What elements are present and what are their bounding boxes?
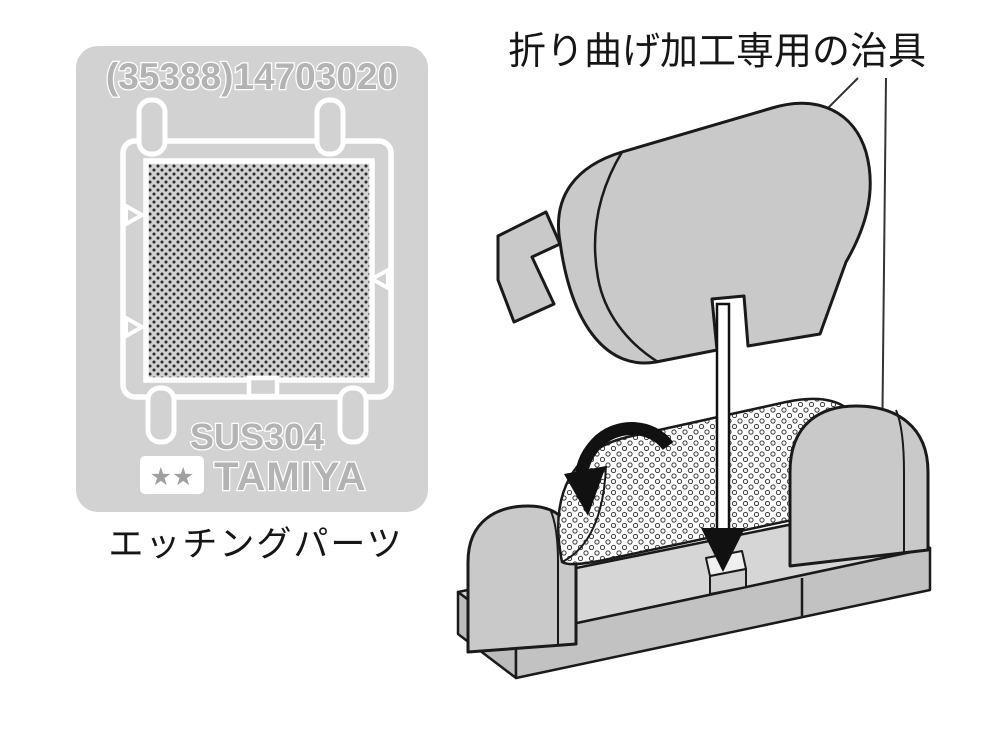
plate-code: (35388)14703020 — [106, 56, 398, 97]
plate-material: SUS304 — [190, 416, 324, 457]
bottom-center-tab — [246, 375, 280, 399]
bending-jig-diagram: 折り曲げ加工専用の治具 — [456, 31, 932, 680]
tamiya-logo: ★★ TAMIYA — [140, 454, 367, 500]
notch-mark-left-lower — [124, 314, 147, 340]
small-tab-front — [709, 568, 747, 595]
down-arrow-head — [701, 528, 745, 572]
perforated-mesh — [143, 158, 375, 383]
bent-mesh-part — [557, 397, 868, 566]
jig-base-front-face — [514, 546, 932, 680]
bent-mesh-end-curve — [561, 465, 607, 563]
jig-upper-press — [557, 101, 872, 365]
down-arrow-shaft — [715, 302, 731, 534]
jig-left-block-edge-line — [549, 508, 559, 646]
notch-mark-left-upper — [124, 202, 147, 228]
notch-mark-right — [367, 266, 390, 292]
jig-upper-clip — [496, 210, 562, 324]
sprue-stub-top-right — [314, 97, 346, 157]
tamiya-stars-icon: ★★ — [150, 463, 195, 491]
sprue-stub-bottom-right — [337, 385, 369, 445]
jig-right-block-edge-line — [895, 409, 905, 554]
jig-title: 折り曲げ加工専用の治具 — [508, 31, 926, 73]
tamiya-brand-text: TAMIYA — [214, 455, 367, 499]
etched-parts-sheet: (35388)14703020 SUS304 ★★ TAMIYA エッチングパー… — [76, 46, 428, 564]
tamiya-logo-box — [140, 456, 204, 494]
bent-mesh-surface — [557, 397, 868, 566]
jig-right-block — [788, 404, 930, 568]
jig-upper-press-edge-line — [593, 151, 659, 364]
bend-arrow-icon — [564, 422, 674, 516]
sprue-stub-top-left — [136, 97, 168, 157]
sprue-stub-bottom-left — [145, 385, 177, 445]
bend-arrow-arc — [575, 422, 674, 485]
jig-right-block-body — [788, 404, 930, 568]
down-arrow-icon — [701, 302, 745, 572]
leader-line-lower — [881, 77, 887, 459]
bend-arrow-head — [564, 466, 606, 516]
plate-caption: エッチングパーツ — [108, 525, 403, 564]
